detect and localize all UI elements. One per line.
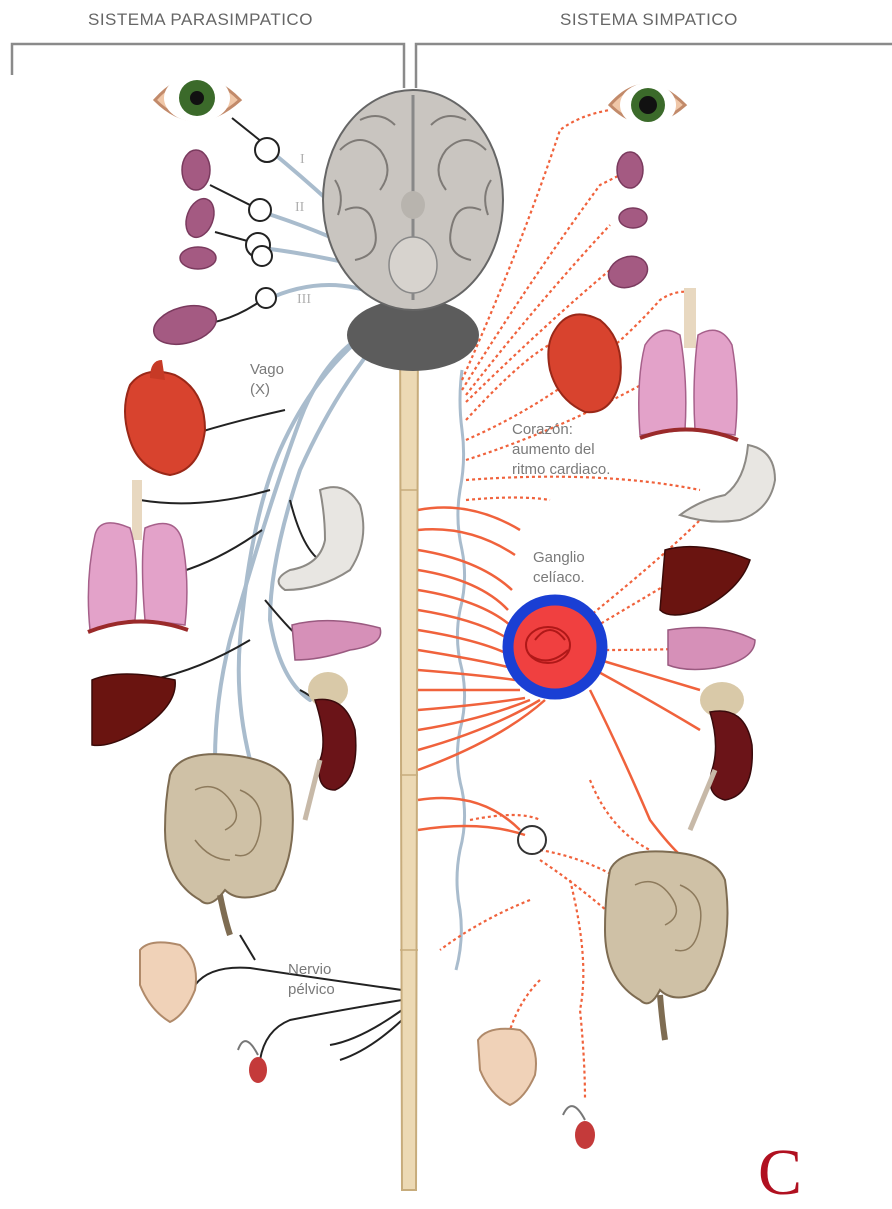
right-bladder (478, 1029, 536, 1105)
ganglio-label-line1: Ganglio (533, 548, 585, 568)
right-heart (548, 314, 621, 412)
vago-label-line2: (X) (250, 380, 284, 400)
sympathetic-ganglia-small (518, 826, 546, 854)
parasympathetic-ganglia (246, 138, 279, 308)
corazon-label: Corazón: aumento del ritmo cardiaco. (512, 420, 610, 480)
right-kidney (690, 682, 752, 830)
sympathetic-chain (456, 370, 465, 970)
nervio-label-line2: pélvico (288, 980, 335, 1000)
corazon-label-line3: ritmo cardiaco. (512, 460, 610, 480)
right-lacrimal-glands (604, 152, 652, 293)
right-stomach (680, 445, 775, 522)
left-lacrimal-glands (149, 150, 220, 351)
left-bladder (140, 942, 196, 1022)
corazon-label-line2: aumento del (512, 440, 610, 460)
right-liver (660, 547, 750, 615)
left-liver (92, 674, 175, 745)
left-heart (125, 360, 205, 475)
spinal-cord (400, 300, 418, 1190)
celiac-ganglion (508, 600, 602, 694)
nervio-label-line1: Nervio (288, 960, 335, 980)
left-kidney (305, 672, 356, 820)
ganglio-label-line2: celíaco. (533, 568, 585, 588)
corazon-label-line1: Corazón: (512, 420, 610, 440)
nervio-pelvico-label: Nervio pélvico (288, 960, 335, 1000)
left-pancreas (292, 621, 381, 660)
right-eye (610, 83, 685, 127)
header-brackets (12, 44, 892, 88)
right-intestines (605, 851, 728, 1040)
right-pancreas (668, 628, 755, 670)
right-testis (563, 1106, 595, 1149)
right-lungs (639, 288, 738, 440)
vago-label: Vago (X) (250, 360, 284, 400)
brain (323, 90, 503, 371)
corner-text: C (758, 1140, 802, 1206)
vago-label-line1: Vago (250, 360, 284, 380)
ganglio-label: Ganglio celíaco. (533, 548, 585, 588)
cranial-numeral-3: III (297, 292, 311, 308)
cranial-numeral-2: II (295, 200, 304, 216)
left-intestines (165, 754, 293, 935)
left-eye (155, 74, 240, 122)
cranial-numeral-1: I (300, 152, 305, 168)
